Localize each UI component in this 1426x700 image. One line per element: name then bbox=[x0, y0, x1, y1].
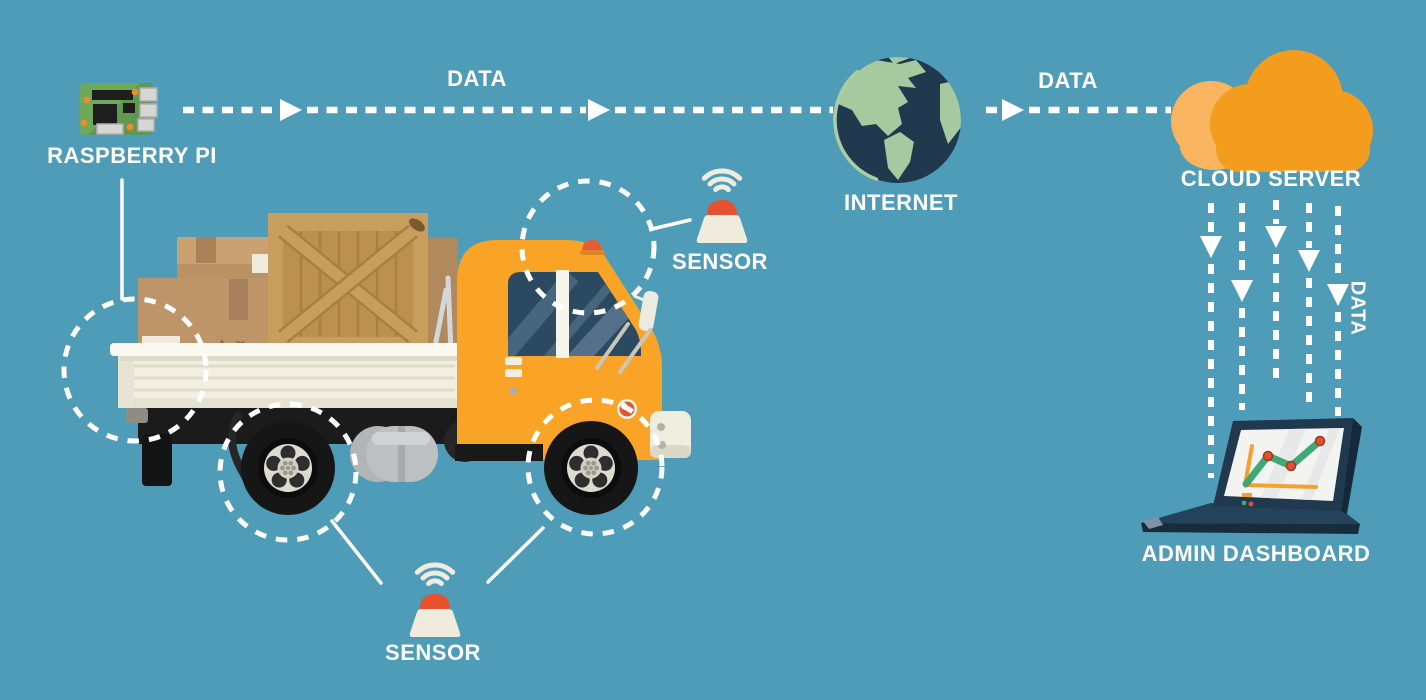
continent-south-america bbox=[884, 132, 914, 180]
crate-knot bbox=[409, 218, 425, 232]
door-handle bbox=[505, 357, 522, 365]
bed-bracket bbox=[126, 408, 148, 423]
sensor-highlight-circle-cab bbox=[519, 178, 657, 316]
fuel-tank bbox=[350, 426, 438, 482]
rear-wheel bbox=[241, 421, 335, 515]
data-flow-label-2: DATA bbox=[1038, 68, 1098, 93]
headache-rack bbox=[431, 275, 454, 355]
data-flow-label-3: DATA bbox=[1346, 280, 1369, 336]
laptop-icon bbox=[1141, 418, 1362, 534]
data-arrow-internet-to-cloud bbox=[986, 99, 1171, 121]
cloud-server-label: CLOUD SERVER bbox=[1180, 166, 1362, 191]
front-wheel-sensor-connector-line bbox=[486, 526, 545, 584]
arrowhead-right-icon bbox=[588, 99, 610, 121]
internet-label: INTERNET bbox=[844, 190, 958, 215]
data-flow-label-1: DATA bbox=[447, 66, 507, 91]
sensor-top-icon bbox=[697, 171, 748, 243]
truck-cab bbox=[455, 240, 662, 461]
wooden-crate bbox=[268, 213, 428, 352]
cab-sensor-connector-line bbox=[650, 218, 692, 231]
rear-wheel-sensor-connector-line bbox=[330, 519, 383, 585]
data-arrows-cloud-to-dashboard bbox=[1200, 200, 1349, 478]
arrowhead-right-icon bbox=[280, 99, 302, 121]
arrowhead-down-icon bbox=[1200, 236, 1222, 258]
laptop-latch bbox=[1143, 517, 1163, 529]
dashboard-chart bbox=[1241, 435, 1326, 507]
data-arrow-pi-to-internet bbox=[183, 99, 833, 121]
arrowhead-down-icon bbox=[1298, 250, 1320, 272]
sensor-highlight-circle-front-wheel bbox=[525, 397, 665, 537]
arrowhead-down-icon bbox=[1327, 284, 1349, 306]
window-pillar bbox=[556, 270, 569, 358]
wipers bbox=[595, 322, 652, 374]
arrowhead-down-icon bbox=[1231, 280, 1253, 302]
arrowhead-down-icon bbox=[1265, 226, 1287, 248]
truck-bed bbox=[110, 343, 462, 423]
continent-north-america bbox=[835, 60, 926, 136]
sensor-highlight-circle-rear-wheel bbox=[217, 401, 359, 543]
sensor-highlight-circle-bed bbox=[61, 296, 209, 444]
continent-greenland bbox=[884, 57, 910, 64]
delivery-truck-illustration bbox=[110, 213, 691, 515]
internet-globe-icon bbox=[833, 57, 961, 183]
side-mirror bbox=[638, 291, 659, 332]
arrowhead-right-icon bbox=[1002, 99, 1024, 121]
raspberry-pi-icon bbox=[80, 83, 158, 135]
raspberry-pi-label: RASPBERRY PI bbox=[47, 143, 217, 168]
admin-dashboard-label: ADMIN DASHBOARD bbox=[1141, 541, 1371, 566]
beacon-light-icon bbox=[582, 240, 602, 252]
front-wheel bbox=[544, 421, 638, 515]
sensor-top-label: SENSOR bbox=[672, 249, 768, 274]
cloud-server-icon bbox=[1171, 50, 1373, 172]
sensor-bottom-label: SENSOR bbox=[385, 640, 481, 665]
front-bumper bbox=[650, 411, 691, 458]
cargo-boxes bbox=[138, 237, 458, 352]
running-board bbox=[455, 444, 543, 461]
sensor-bottom-icon bbox=[410, 565, 461, 637]
